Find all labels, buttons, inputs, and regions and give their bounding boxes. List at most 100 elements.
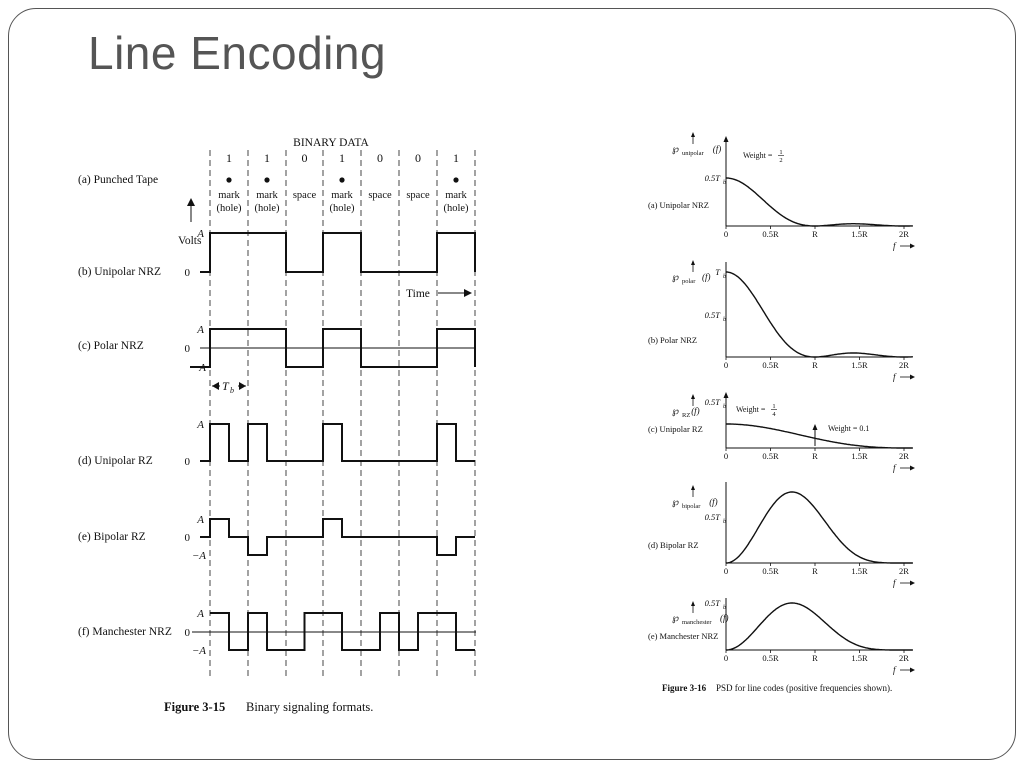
psd-f-label: f (893, 463, 897, 473)
psd-symbol-label: ℘ (672, 406, 679, 417)
bipolar-rz-waveform (200, 518, 475, 556)
psd-y-level-sub: b (723, 605, 726, 611)
tape-cell-text: (hole) (216, 203, 242, 214)
volts-label: Volts (178, 235, 202, 247)
psd-f-arrow-head (910, 465, 915, 471)
tape-cell-text: space (368, 190, 392, 201)
psd-curve (726, 423, 913, 449)
psd-symbol-label: ℘ (672, 613, 679, 624)
row-label-punched-tape: (a) Punched Tape (78, 174, 158, 186)
tape-cell-text: mark (256, 190, 278, 201)
slide-title: Line Encoding (88, 27, 387, 79)
psd-symbol-arg: (f) (720, 613, 729, 623)
psd-x-tick-label: 1.5R (851, 566, 868, 576)
psd-symbol-subscript: manchester (682, 619, 712, 626)
psd-symbol-subscript: unipolar (682, 150, 704, 157)
binary-data-header: BINARY DATA (293, 137, 369, 149)
psd-x-tick-label: 0.5R (762, 451, 779, 461)
level-negA-label: −A (192, 645, 206, 657)
psd-symbol-arg: (f) (713, 144, 722, 154)
tape-cell-text: mark (445, 190, 467, 201)
psd-y-level-label: 0.5T (705, 310, 722, 320)
binary-digit: 1 (226, 151, 232, 165)
impulse-weight-numerator: 1 (772, 403, 775, 410)
psd-x-tick-label: R (812, 229, 818, 239)
binary-digit: 0 (377, 151, 383, 165)
tape-cell-text: mark (331, 190, 353, 201)
psd-f-arrow-head (910, 580, 915, 586)
psd-symbol-arrow-head (691, 485, 695, 490)
psd-symbol-label: ℘ (672, 272, 679, 283)
tape-cell-text: space (293, 190, 317, 201)
psd-x-tick-label: 0.5R (762, 653, 779, 663)
manchester-nrz-waveform (210, 612, 475, 651)
level-0-label: 0 (185, 456, 191, 468)
tb-arrow-left (212, 382, 219, 390)
psd-symbol-arrow-head (691, 394, 695, 399)
psd-x-tick-label: 0 (724, 653, 728, 663)
impulse-arrow-head (723, 136, 729, 142)
unipolar-rz-waveform (200, 423, 475, 462)
volts-arrow-head (187, 198, 195, 206)
impulse-weight-label: Weight = (736, 405, 766, 414)
time-arrow-head (464, 289, 472, 297)
tape-cell-text: (hole) (443, 203, 469, 214)
psd-f-arrow-head (910, 374, 915, 380)
psd-panel-label: (a) Unipolar NRZ (648, 200, 709, 210)
binary-digit: 1 (453, 151, 459, 165)
psd-x-tick-label: 0 (724, 566, 728, 576)
slide-frame (8, 8, 1016, 760)
punched-hole-dot (339, 177, 345, 183)
psd-curve (726, 271, 913, 358)
psd-x-tick-label: 1.5R (851, 229, 868, 239)
psd-symbol-subscript: polar (682, 278, 696, 285)
psd-f-arrow-head (910, 667, 915, 673)
psd-y-level-label: T (715, 267, 721, 277)
psd-y-level-label: 0.5T (705, 397, 722, 407)
psd-y-level-label: 0.5T (705, 598, 722, 608)
level-A-label: A (196, 419, 204, 431)
psd-x-tick-label: 2R (899, 229, 909, 239)
figure-3-16-caption-number: Figure 3-16 (662, 683, 707, 693)
binary-digit: 1 (339, 151, 345, 165)
psd-x-tick-label: 1.5R (851, 451, 868, 461)
unipolar-nrz-waveform (200, 232, 476, 273)
row-label-waveform: (d) Unipolar RZ (78, 455, 153, 467)
psd-x-tick-label: 1.5R (851, 360, 868, 370)
tb-label: T (222, 379, 230, 393)
level-0-label: 0 (185, 532, 191, 544)
level-A-label: A (196, 608, 204, 620)
psd-symbol-arg: (f) (702, 272, 711, 282)
figure-3-15-caption-number: Figure 3-15 (164, 700, 225, 714)
punched-hole-dot (264, 177, 270, 183)
level-0-label: 0 (185, 267, 191, 279)
psd-x-tick-label: R (812, 566, 818, 576)
row-label-waveform: (b) Unipolar NRZ (78, 266, 161, 278)
psd-symbol-arg: (f) (709, 497, 718, 507)
psd-x-tick-label: 1.5R (851, 653, 868, 663)
psd-symbol-subscript: bipolar (682, 503, 701, 510)
psd-panel-label: (d) Bipolar RZ (648, 540, 699, 550)
psd-y-level-label: 0.5T (705, 173, 722, 183)
time-label: Time (406, 288, 430, 300)
level-0-label: 0 (185, 627, 191, 639)
psd-x-tick-label: 0.5R (762, 360, 779, 370)
psd-curve (726, 602, 913, 651)
impulse-arrow-head (723, 392, 729, 398)
row-label-waveform: (f) Manchester NRZ (78, 626, 172, 638)
figure-3-15-caption-text: Binary signaling formats. (246, 700, 373, 714)
row-label-waveform: (c) Polar NRZ (78, 340, 144, 352)
psd-symbol-label: ℘ (672, 144, 679, 155)
figure-3-16-caption-text: PSD for line codes (positive frequencies… (716, 683, 892, 693)
level-A-label: A (196, 514, 204, 526)
impulse-weight-denominator: 2 (779, 157, 782, 164)
psd-x-tick-label: R (812, 451, 818, 461)
tape-cell-text: (hole) (329, 203, 355, 214)
psd-f-label: f (893, 578, 897, 588)
psd-y-level-sub: b (723, 274, 726, 280)
level-negA-label: −A (192, 550, 206, 562)
binary-digit: 0 (415, 151, 421, 165)
psd-symbol-label: ℘ (672, 497, 679, 508)
level-A-label: A (196, 228, 204, 240)
